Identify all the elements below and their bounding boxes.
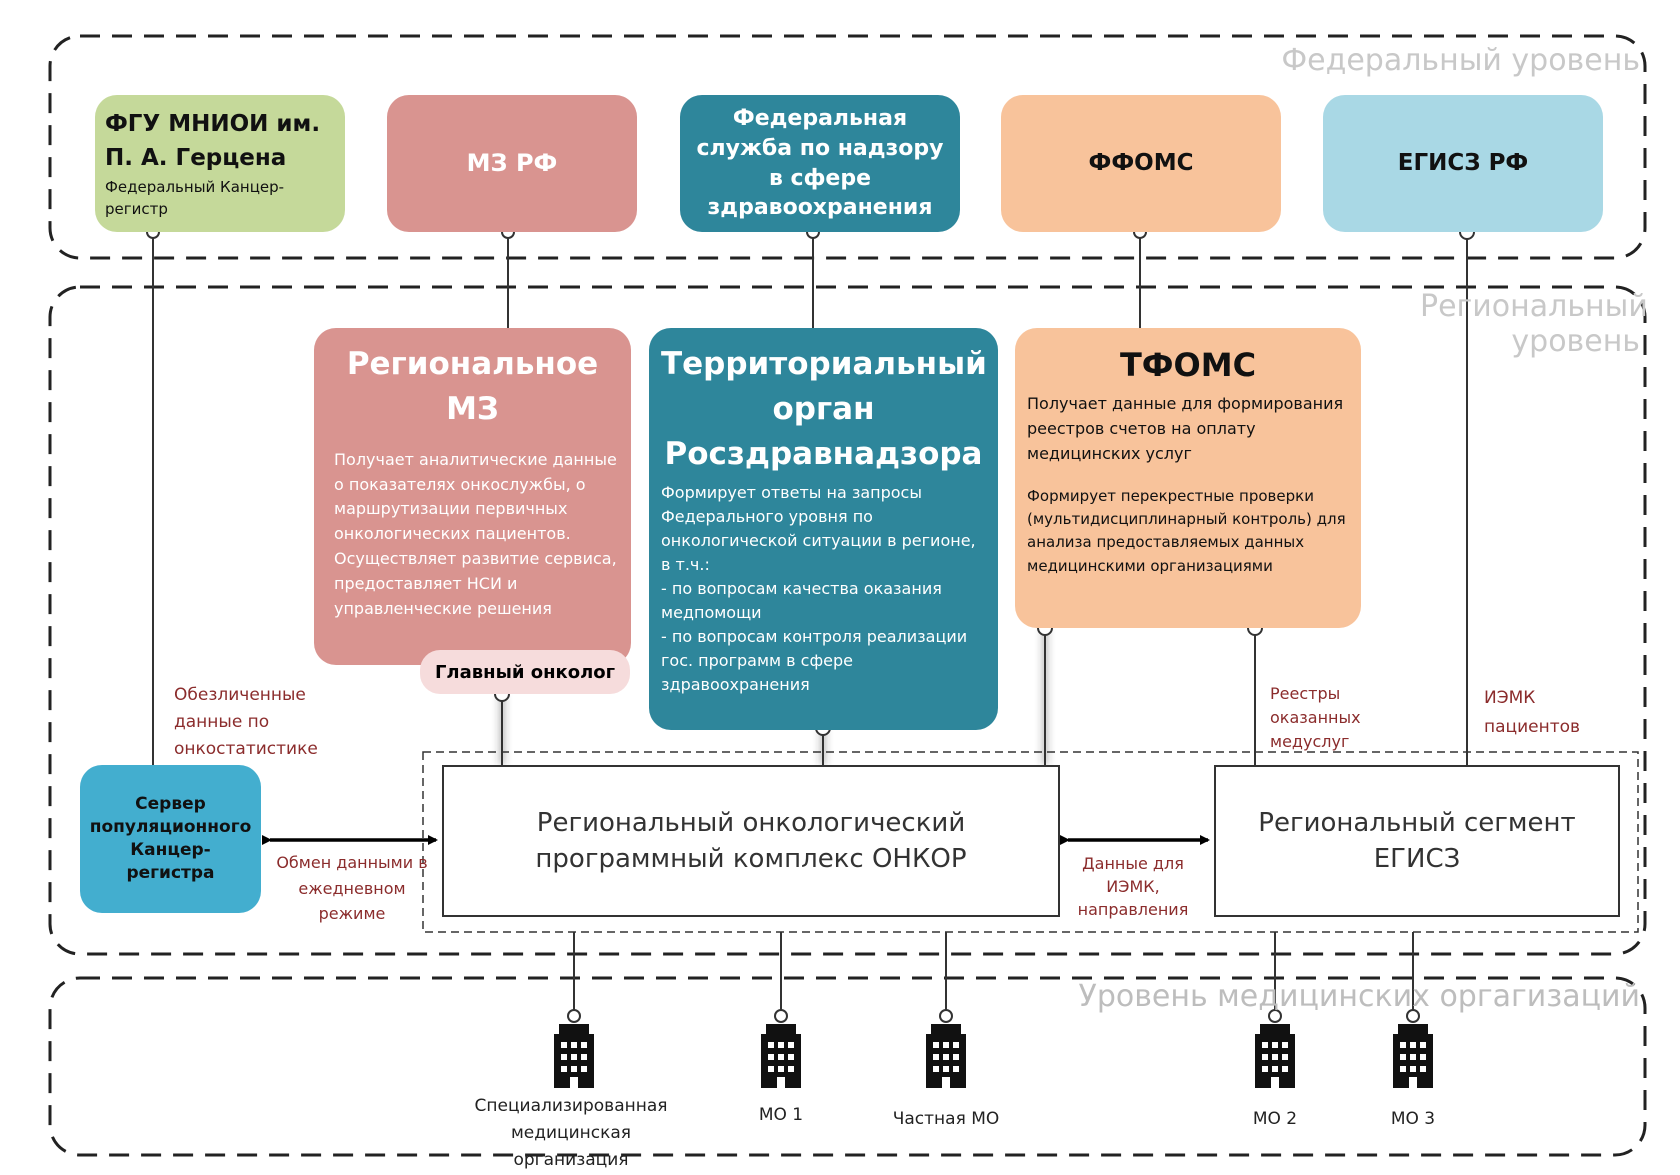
fgu-herzen-subtitle: Федеральный Канцер-регистр [105, 177, 285, 219]
regional-zone-title: Региональный уровень [1420, 289, 1648, 359]
org-label-private: Частная МО [892, 1109, 1000, 1129]
building-icon [554, 1024, 594, 1088]
regional-mz-desc: Получает аналитические данные о показате… [334, 449, 617, 618]
tfoms-box: ТФОМС Получает данные для формирования р… [1015, 328, 1361, 628]
fgu-herzen-title: ФГУ МНИОИ им. П. А. Герцена [105, 110, 321, 172]
org-label-mo1: МО 1 [758, 1105, 804, 1125]
depersonalized-data-label: Обезличенные данные по онкостатистике [174, 685, 318, 760]
iemk-patients-label: ИЭМК пациентов [1484, 688, 1581, 737]
tfoms-desc-2: Формирует перекрестные проверки (мультид… [1027, 486, 1346, 575]
cancer-registry-server-box: Сервер популяционного Канцер-регистра [80, 765, 261, 913]
roszdravnadzor-desc: Формирует ответы на запросы Федерального… [661, 482, 976, 694]
vertical-connectors [152, 233, 1468, 1018]
org-label-mo2: МО 2 [1252, 1109, 1298, 1129]
building-icon [1255, 1024, 1295, 1088]
egisz-segment-box: Региональный сегмент ЕГИСЗ [1214, 765, 1620, 917]
building-icon [1393, 1024, 1433, 1088]
org-label-specialized: Специализированная медицинская организац… [474, 1096, 668, 1171]
building-icon [926, 1024, 966, 1088]
iemk-data-label: Данные для ИЭМК, направления [1077, 854, 1189, 920]
roszdravnadzor-box: Территориальный орган Росздравнадзора Фо… [649, 328, 998, 730]
onkor-system-box: Региональный онкологический программный … [442, 765, 1060, 917]
roszdravnadzor-title: Территориальный орган Росздравнадзора [661, 346, 987, 472]
tfoms-desc-1: Получает данные для формирования реестро… [1027, 394, 1344, 463]
building-icon [761, 1024, 801, 1088]
registries-label: Реестры оказанных медуслуг [1270, 684, 1361, 751]
ffoms-box: ФФОМС [1001, 95, 1281, 232]
regional-mz-title: Региональное МЗ [346, 346, 599, 427]
federal-service-box: Федеральная служба по надзору в сфере зд… [680, 95, 960, 232]
medical-zone [48, 976, 1647, 1157]
daily-exchange-label: Обмен данными в ежедневном режиме [276, 853, 428, 924]
chief-oncologist-badge: Главный онколог [420, 650, 630, 694]
tfoms-title: ТФОМС [1119, 346, 1257, 384]
egisz-rf-box: ЕГИСЗ РФ [1323, 95, 1603, 232]
mz-rf-box: МЗ РФ [387, 95, 637, 232]
fgu-herzen-box: ФГУ МНИОИ им. П. А. Герцена Федеральный … [95, 95, 345, 232]
regional-mz-box: Региональное МЗ Получает аналитические д… [314, 328, 631, 665]
org-label-mo3: МО 3 [1390, 1109, 1436, 1129]
medical-zone-title: Уровень медицинских оргагизаций [1078, 979, 1640, 1014]
systems-group [422, 751, 1639, 933]
federal-zone-title: Федеральный уровень [1281, 43, 1640, 78]
